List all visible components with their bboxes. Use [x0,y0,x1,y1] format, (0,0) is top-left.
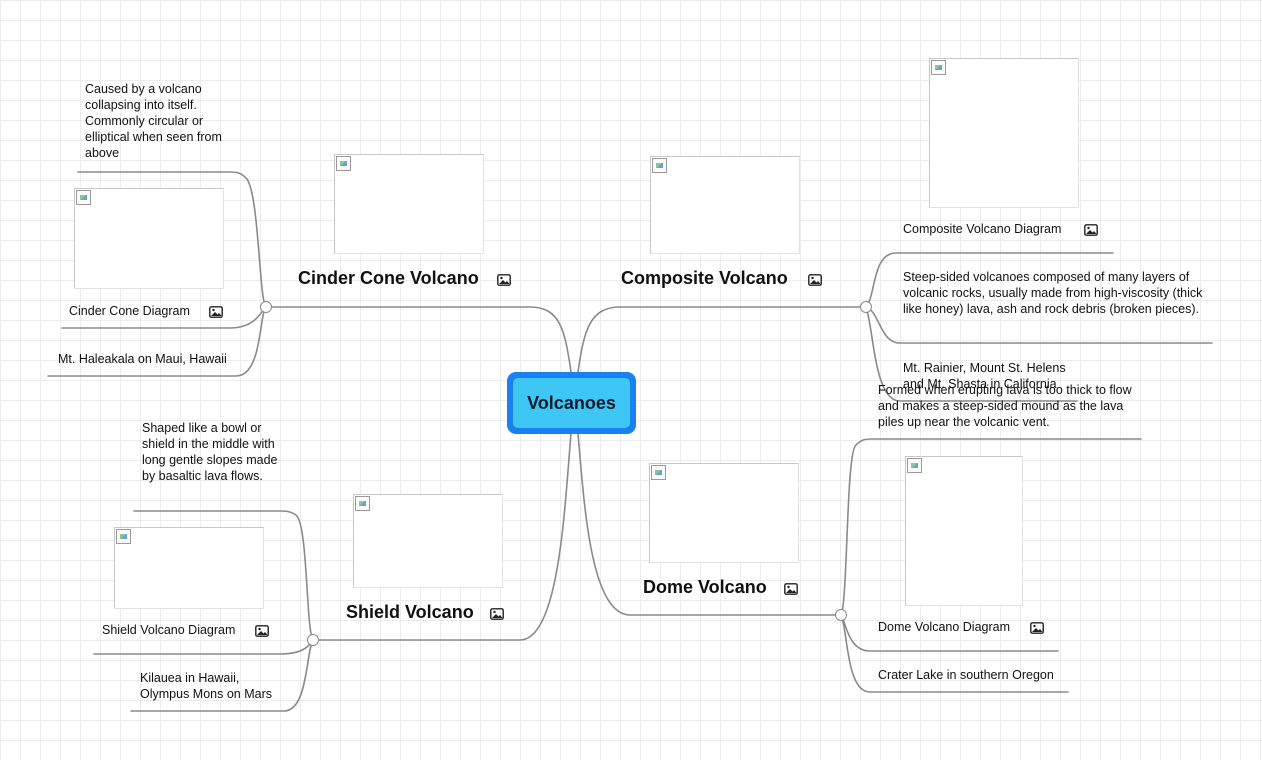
broken-image-icon [116,529,131,544]
edge-dome-example [840,614,1069,693]
composite-diagram-image[interactable] [929,58,1079,208]
cinder-topic-image[interactable] [334,154,484,254]
broken-image-icon [907,458,922,473]
edge-dome-description [840,438,1142,616]
shield-diagram-label[interactable]: Shield Volcano Diagram [102,623,236,637]
broken-image-icon [651,465,666,480]
cinder-example[interactable]: Mt. Haleakala on Maui, Hawaii [58,352,227,366]
image-icon[interactable] [1030,622,1044,634]
edge-center-cinder [265,306,572,373]
edge-shield-example [130,639,314,712]
image-icon[interactable] [490,608,504,620]
broken-image-icon [336,156,351,171]
image-icon[interactable] [209,306,223,318]
central-topic[interactable]: Volcanoes [507,372,636,434]
edge-center-composite [577,306,867,373]
cinder-description[interactable]: Caused by a volcano collapsing into itse… [85,82,222,160]
edge-shield-diagram [93,639,314,655]
collapse-knob-composite[interactable] [860,301,872,313]
edge-shield-description [133,510,314,641]
cinder-diagram-image[interactable] [74,188,224,289]
composite-topic-title[interactable]: Composite Volcano [621,268,788,288]
broken-image-icon [931,60,946,75]
dome-topic-title[interactable]: Dome Volcano [643,577,767,597]
shield-topic-title[interactable]: Shield Volcano [346,602,474,622]
collapse-knob-shield[interactable] [307,634,319,646]
image-icon[interactable] [497,274,511,286]
broken-image-icon [355,496,370,511]
dome-diagram-image[interactable] [905,456,1023,606]
image-icon[interactable] [1084,224,1098,236]
dome-description[interactable]: Formed when erupting lava is too thick t… [878,383,1132,429]
image-icon[interactable] [784,583,798,595]
edge-cinder-description [77,171,267,308]
central-topic-title: Volcanoes [513,378,630,428]
edge-center-shield [312,433,572,641]
shield-topic-image[interactable] [353,494,503,588]
image-icon[interactable] [808,274,822,286]
cinder-topic-title[interactable]: Cinder Cone Volcano [298,268,479,288]
image-icon[interactable] [255,625,269,637]
shield-example[interactable]: Kilauea in Hawaii, Olympus Mons on Mars [140,671,272,701]
composite-example[interactable]: Mt. Rainier, Mount St. Helens and Mt. Sh… [903,361,1066,391]
collapse-knob-cinder[interactable] [260,301,272,313]
composite-description[interactable]: Steep-sided volcanoes composed of many l… [903,270,1203,316]
broken-image-icon [652,158,667,173]
dome-topic-image[interactable] [649,463,799,563]
shield-description[interactable]: Shaped like a bowl or shield in the midd… [142,421,278,483]
cinder-diagram-label[interactable]: Cinder Cone Diagram [69,304,190,318]
dome-diagram-label[interactable]: Dome Volcano Diagram [878,620,1011,634]
shield-diagram-image[interactable] [114,527,264,609]
dome-example[interactable]: Crater Lake in southern Oregon [878,668,1054,682]
composite-diagram-label[interactable]: Composite Volcano Diagram [903,222,1062,236]
edge-composite-example [865,306,1078,402]
collapse-knob-dome[interactable] [835,609,847,621]
broken-image-icon [76,190,91,205]
edge-center-dome [577,433,842,616]
composite-topic-image[interactable] [650,156,800,254]
